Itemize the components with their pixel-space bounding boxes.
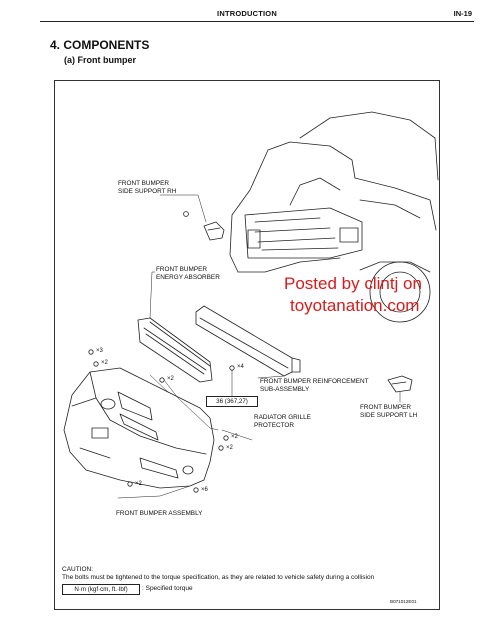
torque-unit-box: N·m (kgf·cm, ft.·lbf) xyxy=(62,584,140,595)
label-energy-absorber: FRONT BUMPER ENERGY ABSORBER xyxy=(156,266,220,281)
section-title: 4. COMPONENTS xyxy=(50,38,150,52)
watermark-line-2: toyotanation.com xyxy=(290,296,420,315)
qty-x2-right-upper: ×2 xyxy=(231,434,238,440)
qty-x3: ×3 xyxy=(96,348,103,354)
page-number: IN-19 xyxy=(453,9,472,18)
side-support-lh-drawing xyxy=(387,375,413,403)
header-title: INTRODUCTION xyxy=(217,9,277,18)
caution-text: The bolts must be tightened to the torqu… xyxy=(62,574,375,581)
watermark-line-1: Posted by clintj on xyxy=(284,274,422,293)
qty-x2-center: ×2 xyxy=(167,376,174,382)
label-side-support-lh: FRONT BUMPER SIDE SUPPORT LH xyxy=(360,404,418,419)
qty-x2-right-lower: ×2 xyxy=(226,445,233,451)
label-side-support-rh: FRONT BUMPER SIDE SUPPORT RH xyxy=(118,180,177,195)
torque-value-box: 36 (367,27) xyxy=(206,396,258,407)
qty-x2-bottom: ×2 xyxy=(135,481,142,487)
section-subtitle: (a) Front bumper xyxy=(64,55,136,65)
label-bumper-assembly: FRONT BUMPER ASSEMBLY xyxy=(116,510,203,517)
qty-x4: ×4 xyxy=(237,364,244,370)
qty-x6: ×6 xyxy=(201,487,208,493)
reinforcement-drawing xyxy=(195,305,301,379)
radiator-grille-protector-drawing xyxy=(163,379,253,441)
fastener-symbols xyxy=(88,349,235,493)
vehicle-front-drawing xyxy=(229,111,439,323)
header-rule xyxy=(40,21,474,22)
caution-heading: CAUTION: xyxy=(62,566,94,573)
bumper-assembly-drawing xyxy=(63,367,215,499)
diagram-frame xyxy=(54,80,440,610)
qty-x2-left: ×2 xyxy=(101,360,108,366)
document-code: B071012E01 xyxy=(390,599,417,604)
torque-spec-label: : Specified torque xyxy=(142,585,193,592)
energy-absorber-drawing xyxy=(137,271,213,383)
side-support-rh-drawing xyxy=(159,194,225,241)
label-radiator-grille-protector: RADIATOR GRILLE PROTECTOR xyxy=(254,414,311,429)
label-reinforcement: FRONT BUMPER REINFORCEMENT SUB-ASSEMBLY xyxy=(260,378,369,393)
